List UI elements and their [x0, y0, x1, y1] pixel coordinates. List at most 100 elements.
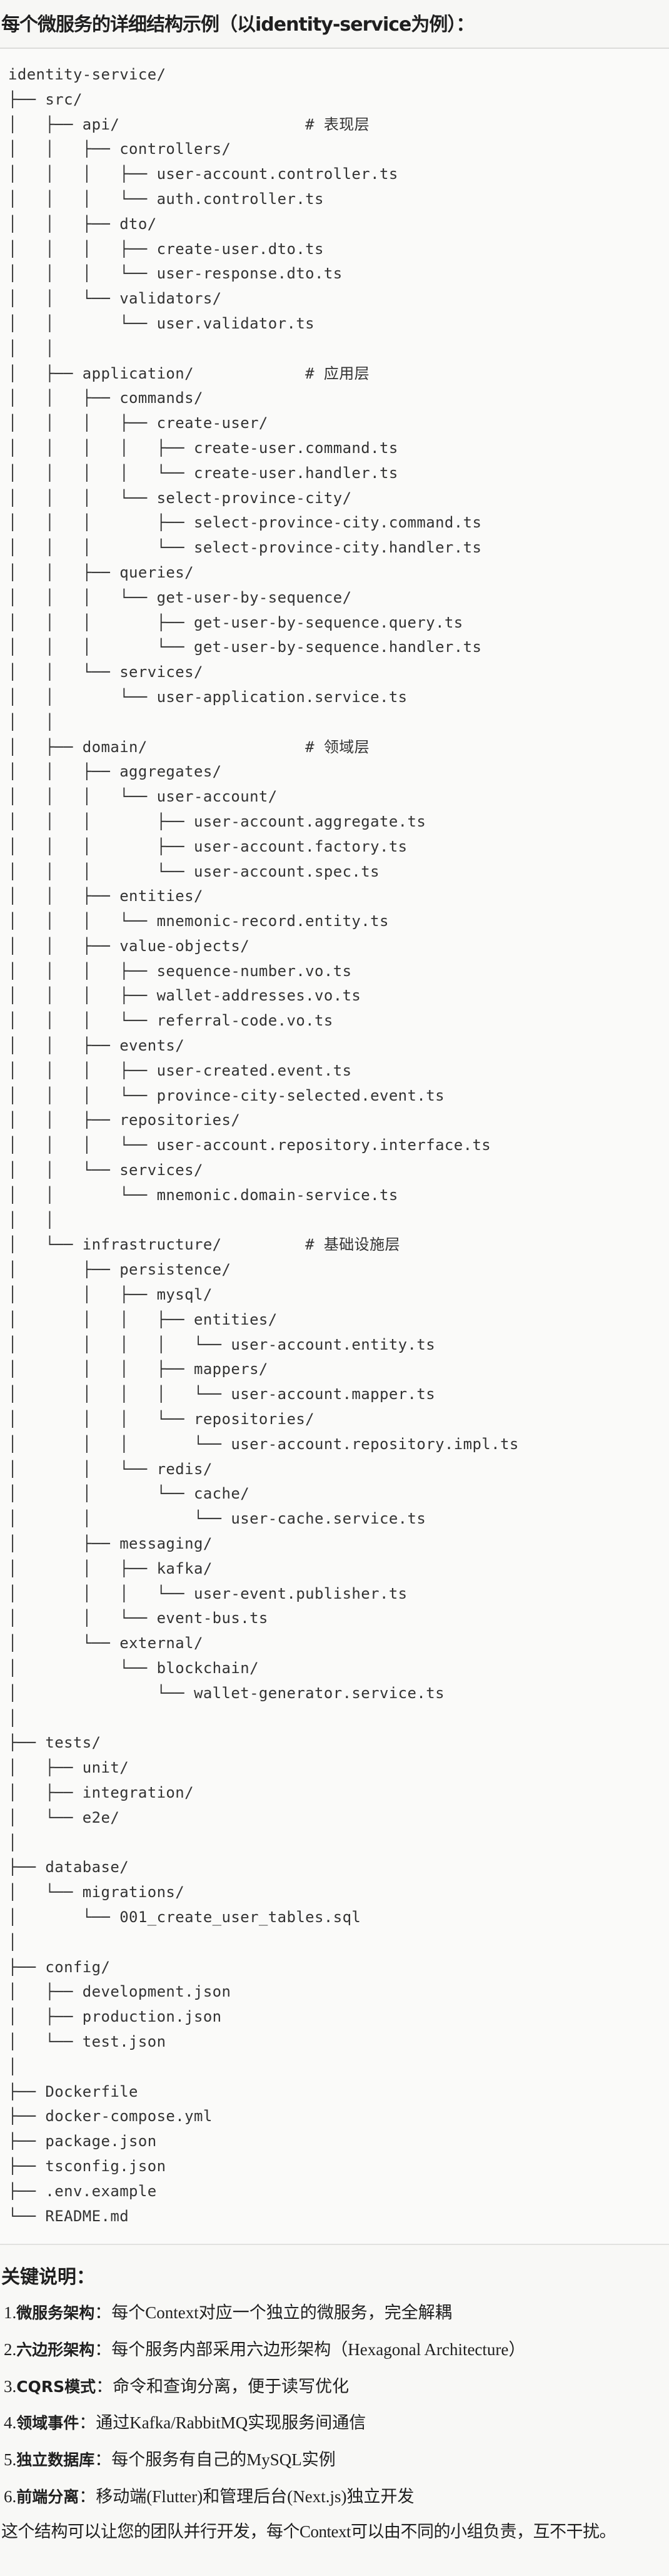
tree-line: │ │ │ ├── create-user.dto.ts	[8, 240, 324, 258]
tree-line: │ │ ├── value-objects/	[8, 937, 250, 955]
tree-line: │ └── test.json	[8, 2032, 166, 2050]
tree-line: │ │ ├── commands/	[8, 389, 203, 407]
tree-line: │ │ └── services/	[8, 663, 203, 681]
page-title: 每个微服务的详细结构示例（以identity-service为例）：	[1, 14, 475, 36]
notes-heading: 关键说明：	[1, 2266, 95, 2288]
note-text: ：每个服务内部采用六边形架构（Hexagonal Architecture）	[94, 2339, 526, 2359]
note-number: 4.	[4, 2413, 17, 2433]
note-text: ：命令和查询分离，便于读写优化	[96, 2376, 350, 2396]
tree-line: │ │ │ ├── user-account.aggregate.ts	[8, 812, 426, 830]
tree-line: │ │ ├── controllers/	[8, 140, 231, 158]
note-item: 1.微服务架构：每个Context对应一个独立的微服务，完全解耦	[4, 2299, 452, 2323]
tree-line: │ │ └── services/	[8, 1161, 203, 1179]
note-text: ：每个服务有自己的MySQL实例	[94, 2450, 336, 2470]
tree-line: │ │ ├── entities/	[8, 887, 203, 905]
tree-line: │	[8, 1833, 18, 1851]
note-text: ：通过Kafka/RabbitMQ实现服务间通信	[79, 2413, 366, 2433]
tree-line: │ │ │ ├── select-province-city.command.t…	[8, 514, 482, 532]
tree-line: │ │ │ └── select-province-city/	[8, 489, 352, 507]
tree-line: │ │ │ │ └── user-account.mapper.ts	[8, 1385, 436, 1403]
tree-line: │ │ │ └── user-response.dto.ts	[8, 265, 343, 283]
tree-line: │ └── infrastructure/ # 基础设施层	[8, 1236, 400, 1254]
tree-line: │ │ │ └── user-account.repository.interf…	[8, 1136, 491, 1154]
note-text: ：每个Context对应一个独立的微服务，完全解耦	[94, 2303, 452, 2322]
note-item: 3.CQRS模式：命令和查询分离，便于读写优化	[4, 2373, 349, 2397]
tree-line: ├── .env.example	[8, 2182, 157, 2200]
tree-line: │ │ ├── dto/	[8, 215, 157, 233]
tree-line: ├── src/	[8, 90, 83, 108]
tree-line: │ ├── api/ # 表现层	[8, 115, 370, 133]
tree-line: │ │ │ └── user-account/	[8, 788, 278, 806]
tree-line: │ │ │ └── mnemonic-record.entity.ts	[8, 912, 389, 930]
note-number: 2.	[4, 2339, 17, 2359]
tree-line: │ │ │ └── user-event.publisher.ts	[8, 1584, 408, 1602]
tree-line: │ │ ├── aggregates/	[8, 763, 222, 781]
tree-line: │ ├── persistence/	[8, 1261, 231, 1279]
tree-line: │ ├── domain/ # 领域层	[8, 738, 370, 756]
note-number: 5.	[4, 2450, 17, 2470]
tree-line: │ └── migrations/	[8, 1883, 185, 1901]
note-item: 4.领域事件：通过Kafka/RabbitMQ实现服务间通信	[4, 2409, 366, 2433]
tree-line: ├── database/	[8, 1858, 129, 1876]
tree-line: │ │ │ ├── sequence-number.vo.ts	[8, 962, 352, 980]
tree-line: │	[8, 2057, 18, 2075]
tree-line: │ └── 001_create_user_tables.sql	[8, 1908, 361, 1926]
tree-line: ├── config/	[8, 1958, 111, 1976]
tree-line: │ │	[8, 339, 55, 357]
tree-line: │ │ │ ├── entities/	[8, 1310, 278, 1328]
tree-line: │ │ │ └── get-user-by-sequence.handler.t…	[8, 638, 482, 656]
tree-line: │ │ │ ├── mappers/	[8, 1360, 268, 1378]
note-term: 领域事件	[16, 2414, 79, 2433]
tree-line: │ │ │ ├── user-account.factory.ts	[8, 837, 408, 855]
tree-line: ├── package.json	[8, 2132, 157, 2151]
tree-line: │ ├── unit/	[8, 1759, 129, 1777]
tree-line: ├── tests/	[8, 1734, 101, 1752]
tree-line: │ ├── production.json	[8, 2008, 222, 2026]
tree-line: │ │ │ └── repositories/	[8, 1410, 315, 1428]
tree-line: │ │ │ └── user-account.repository.impl.t…	[8, 1435, 519, 1453]
note-item: 2.六边形架构：每个服务内部采用六边形架构（Hexagonal Architec…	[4, 2336, 525, 2360]
tree-line: │ │ │ └── get-user-by-sequence/	[8, 588, 352, 606]
note-item: 6.前端分离：移动端(Flutter)和管理后台(Next.js)独立开发	[4, 2483, 414, 2507]
tree-line: │ └── e2e/	[8, 1808, 120, 1826]
tree-line: │ └── blockchain/	[8, 1659, 259, 1677]
tree-line: │ │ │ └── select-province-city.handler.t…	[8, 539, 482, 557]
tree-line: │ │ └── mnemonic.domain-service.ts	[8, 1186, 398, 1204]
tree-line: │ │	[8, 1211, 55, 1229]
tree-line: │ ├── development.json	[8, 1983, 231, 2001]
tree-line: │ ├── messaging/	[8, 1535, 213, 1553]
tree-line: │ │ │ │ └── create-user.handler.ts	[8, 464, 398, 482]
tree-line: │ │ │ └── province-city-selected.event.t…	[8, 1086, 445, 1104]
tree-line: │ │ └── event-bus.ts	[8, 1609, 268, 1627]
tree-line: │	[8, 1933, 18, 1951]
tree-line: │ │ │ ├── get-user-by-sequence.query.ts	[8, 613, 463, 631]
tree-line: ├── Dockerfile	[8, 2082, 138, 2100]
tree-line: │ │ │ │ └── user-account.entity.ts	[8, 1335, 436, 1353]
tree-line: │ │ └── user-cache.service.ts	[8, 1510, 426, 1528]
note-number: 1.	[4, 2303, 17, 2322]
tree-line: │ └── external/	[8, 1634, 203, 1652]
directory-tree: identity-service/ ├── src/ │ ├── api/ # 表现…	[8, 63, 519, 2229]
note-term: 六边形架构	[16, 2340, 95, 2359]
note-term: 微服务架构	[16, 2304, 95, 2322]
tree-line: │ │ └── user-application.service.ts	[8, 688, 408, 706]
tree-line: │ │ │ ├── create-user/	[8, 414, 268, 432]
note-item: 5.独立数据库：每个服务有自己的MySQL实例	[4, 2446, 336, 2470]
tree-line: │	[8, 1709, 18, 1727]
note-text: ：移动端(Flutter)和管理后台(Next.js)独立开发	[79, 2487, 415, 2506]
tree-line: │ │ └── user.validator.ts	[8, 314, 315, 332]
tree-line: │ └── wallet-generator.service.ts	[8, 1684, 445, 1702]
tree-line: ├── docker-compose.yml	[8, 2107, 213, 2125]
tree-line: │ ├── application/ # 应用层	[8, 364, 370, 382]
tree-line: │ │ └── validators/	[8, 290, 222, 308]
tree-line: └── README.md	[8, 2207, 129, 2225]
tree-line: │ │ │ └── user-account.spec.ts	[8, 862, 380, 880]
tree-line: │ │ ├── queries/	[8, 563, 194, 581]
tree-line: │ │ ├── mysql/	[8, 1286, 213, 1304]
tree-line: │ │ │ ├── user-created.event.ts	[8, 1061, 352, 1079]
tree-line: │ │ └── redis/	[8, 1460, 213, 1478]
tree-line: │ │ ├── repositories/	[8, 1111, 241, 1129]
code-block: identity-service/ ├── src/ │ ├── api/ # 表现…	[0, 49, 669, 2245]
tree-line: identity-service/	[8, 66, 166, 83]
tree-line: │ │ ├── kafka/	[8, 1559, 213, 1577]
